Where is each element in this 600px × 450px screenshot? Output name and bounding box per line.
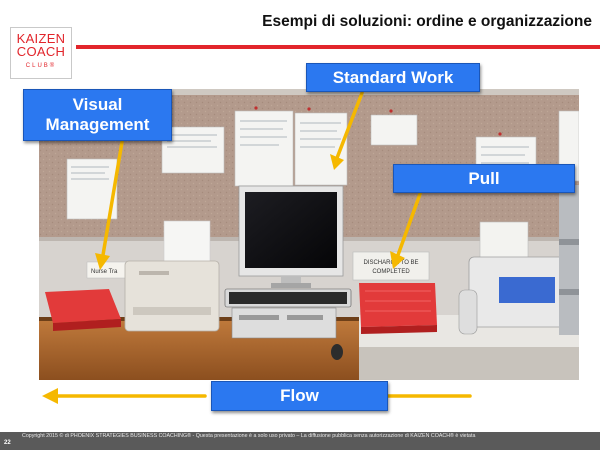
desktop-computer-case [231,307,337,339]
page-number: 22 [4,440,11,446]
logo-line-club: CLUB® [25,63,57,69]
copyright-notice: Copyright 2015 © di PHOENIX STRATEGIES B… [22,433,476,439]
discharge-sign-line2: COMPLETED [372,269,410,275]
logo-line-kaizen: KAIZEN [16,31,66,46]
visual-management-callout: Visual Management [23,89,172,141]
printer [124,220,220,332]
computer-mouse [331,344,343,360]
posted-documents [66,110,579,220]
flow-callout: Flow [211,381,388,411]
title-underline [76,45,600,49]
keyboard [224,288,352,308]
logo-line-coach: COACH [16,44,66,59]
wall-file-shelf [559,185,579,335]
discharge-sign-line1: DISCHARGE TO BE [363,260,418,266]
computer-monitor [238,185,344,288]
red-inbox-tray-left [45,289,121,331]
red-inbox-tray-right [359,283,437,334]
pull-arrow [396,192,422,257]
standard-work-callout: Standard Work [306,63,480,92]
footer-bar: 22 Copyright 2015 © di PHOENIX STRATEGIE… [0,432,600,450]
standard-work-arrow [335,91,364,160]
pull-callout: Pull [393,164,575,193]
fax-machine [458,221,568,335]
visual-management-arrow [101,140,124,257]
nurse-tray-label-text: Nurse Tra [91,269,118,275]
slide-title: Esempi di soluzioni: ordine e organizzaz… [262,13,592,30]
kaizen-coach-logo: KAIZEN COACH CLUB® [10,27,72,79]
